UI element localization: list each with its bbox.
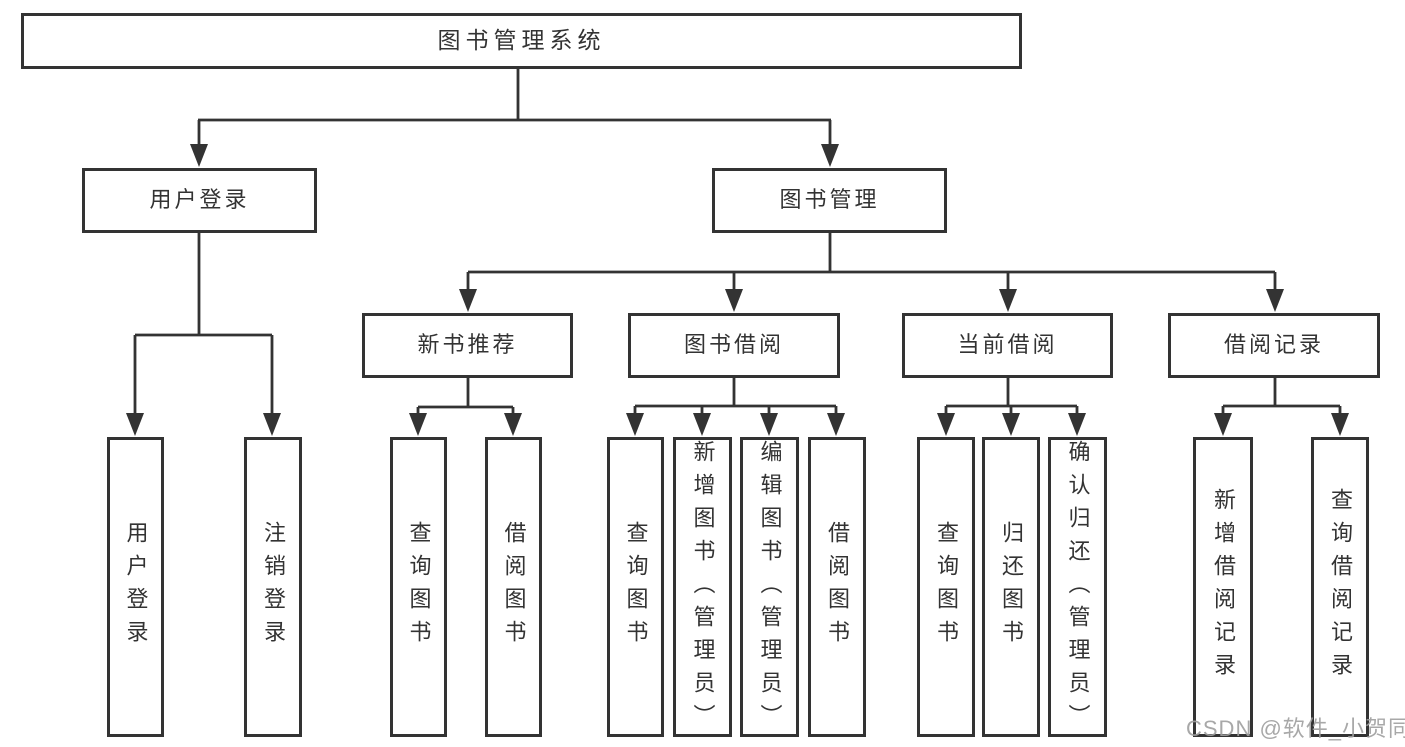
leaf-borrowing-edit-book-admin: 编辑图书（管理员） xyxy=(740,437,799,737)
leaf-records-add-borrow-record: 新增借阅记录 xyxy=(1193,437,1253,737)
leaf-borrowing-add-book-admin: 新增图书（管理员） xyxy=(673,437,732,737)
leaf-logout: 注销登录 xyxy=(244,437,302,737)
edge-borrow-rec-to-leaves xyxy=(1214,377,1349,436)
edge-book-mgmt-to-level3 xyxy=(459,232,1284,312)
edge-root-to-level2 xyxy=(190,68,839,167)
leaf-borrowing-query-book: 查询图书 xyxy=(607,437,664,737)
csdn-watermark: CSDN @软件_小贺同学 xyxy=(1186,716,1405,741)
leaf-current-query-book: 查询图书 xyxy=(917,437,975,737)
node-library-management-system: 图书管理系统 xyxy=(21,13,1022,69)
edge-book-borrow-to-leaves xyxy=(626,377,845,436)
node-user-login: 用户登录 xyxy=(82,168,317,233)
node-book-borrowing: 图书借阅 xyxy=(628,313,840,378)
leaf-records-query-borrow-record: 查询借阅记录 xyxy=(1311,437,1369,737)
leaf-current-return-book: 归还图书 xyxy=(982,437,1040,737)
edge-user-login-to-leaves xyxy=(126,232,281,436)
leaf-recommend-query-book: 查询图书 xyxy=(390,437,447,737)
node-new-book-recommendation: 新书推荐 xyxy=(362,313,573,378)
edge-new-rec-to-leaves xyxy=(409,377,522,436)
node-book-management: 图书管理 xyxy=(712,168,947,233)
leaf-user-login: 用户登录 xyxy=(107,437,164,737)
node-current-borrowing: 当前借阅 xyxy=(902,313,1113,378)
leaf-borrowing-borrow-book: 借阅图书 xyxy=(808,437,866,737)
leaf-current-confirm-return-admin: 确认归还（管理员） xyxy=(1048,437,1107,737)
node-borrowing-records: 借阅记录 xyxy=(1168,313,1380,378)
leaf-recommend-borrow-book: 借阅图书 xyxy=(485,437,542,737)
edge-cur-borrow-to-leaves xyxy=(937,377,1086,436)
